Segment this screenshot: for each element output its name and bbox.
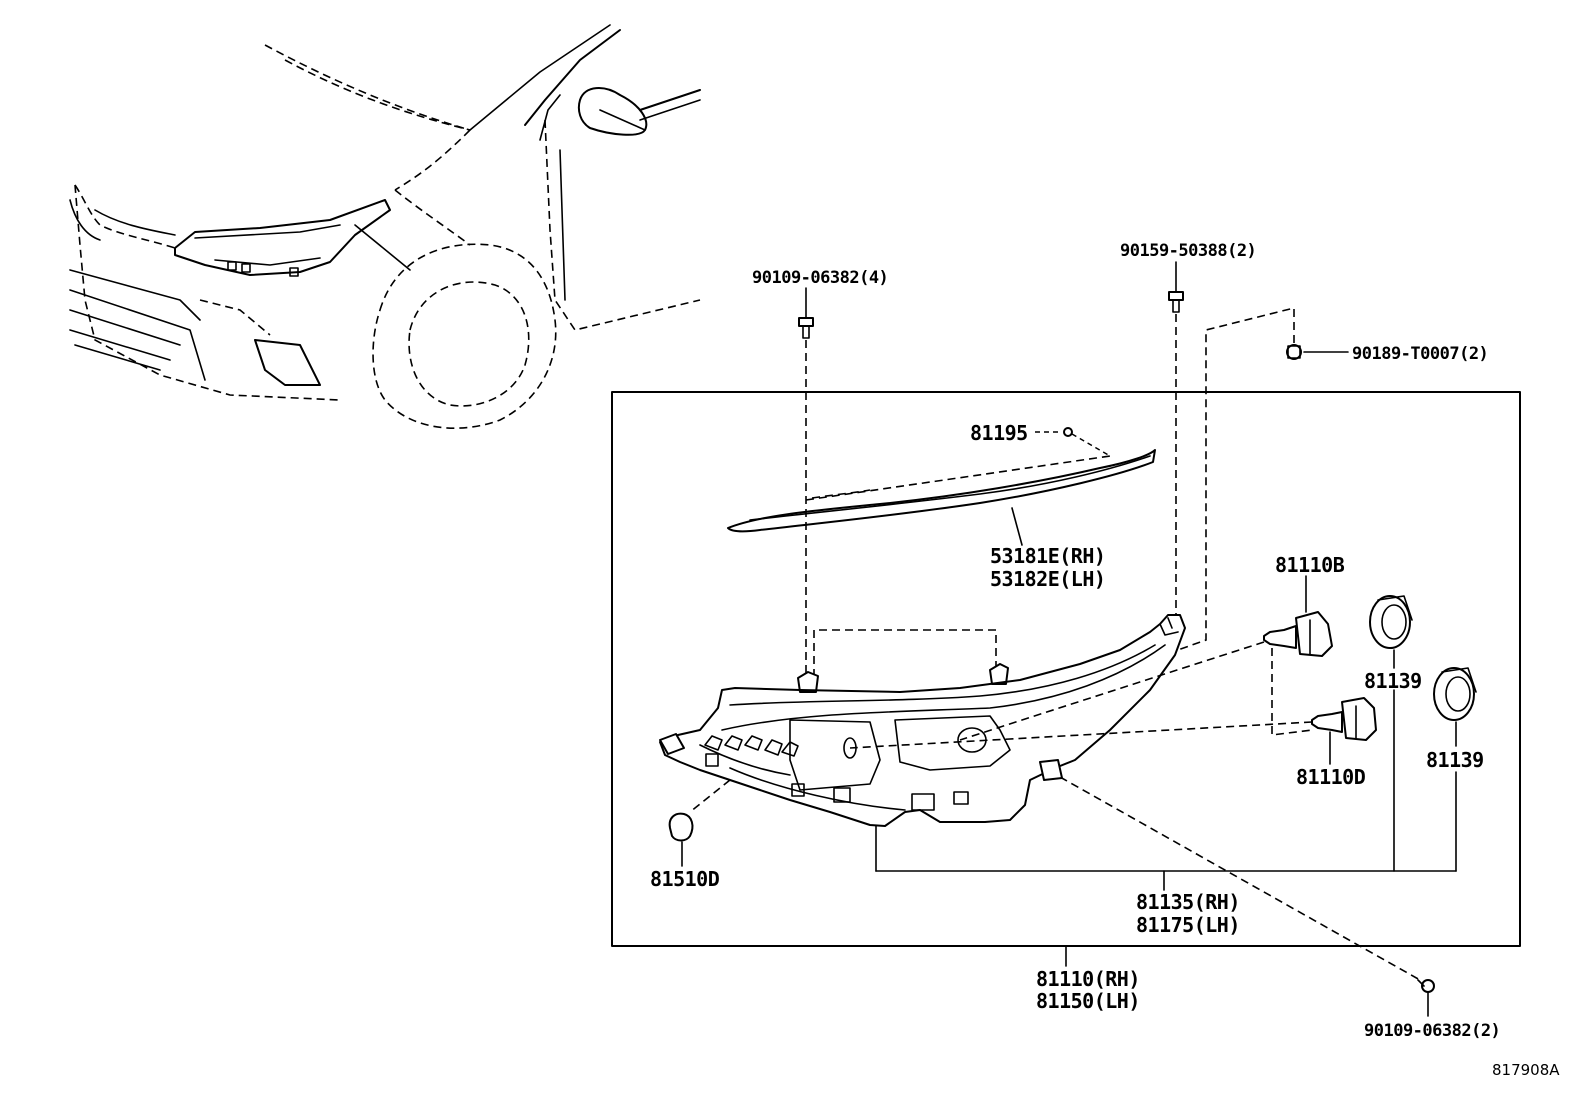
label-unit-rh: 81135(RH) — [1136, 890, 1240, 914]
headlight-housing — [659, 614, 1186, 827]
headlight-cover — [727, 449, 1156, 546]
label-socket: 81510D — [650, 867, 720, 891]
bolt-bottom — [1417, 979, 1435, 1017]
figure-reference: 817908A — [1492, 1061, 1560, 1079]
label-screw-81195: 81195 — [970, 421, 1028, 445]
screw-81195 — [1035, 427, 1111, 457]
label-bolt-bottom: 90109-06382(2) — [1364, 1021, 1500, 1041]
cap-81139-b — [1433, 667, 1477, 747]
bolt-top-left — [798, 287, 814, 339]
label-assy-lh: 81150(LH) — [1036, 989, 1140, 1013]
label-assy-rh: 81110(RH) — [1036, 967, 1140, 991]
part-labels: 90109-06382(4) 90159-50388(2) 90189-T000… — [650, 241, 1560, 1079]
label-unit-lh: 81175(LH) — [1136, 913, 1240, 937]
unit-bracket — [875, 689, 1457, 891]
cap-81139-a — [1369, 595, 1413, 669]
label-clip-right: 90189-T0007(2) — [1352, 344, 1488, 364]
label-bolt-top-left: 90109-06382(4) — [752, 268, 888, 288]
bolt-top-right — [1168, 261, 1184, 313]
clip-right — [1286, 344, 1349, 360]
bulb-81110d — [1311, 697, 1377, 765]
label-bulb-d: 81110D — [1296, 765, 1366, 789]
label-bulb-b: 81110B — [1275, 553, 1345, 577]
label-cover-rh: 53181E(RH) — [990, 544, 1105, 568]
label-bolt-top-right: 90159-50388(2) — [1120, 241, 1256, 261]
socket-81510d — [668, 812, 694, 867]
label-cap-1: 81139 — [1364, 669, 1422, 693]
bulb-81110b — [1263, 575, 1333, 657]
label-cover-lh: 53182E(LH) — [990, 567, 1105, 591]
car-front-view — [69, 24, 701, 429]
label-cap-2: 81139 — [1426, 748, 1484, 772]
